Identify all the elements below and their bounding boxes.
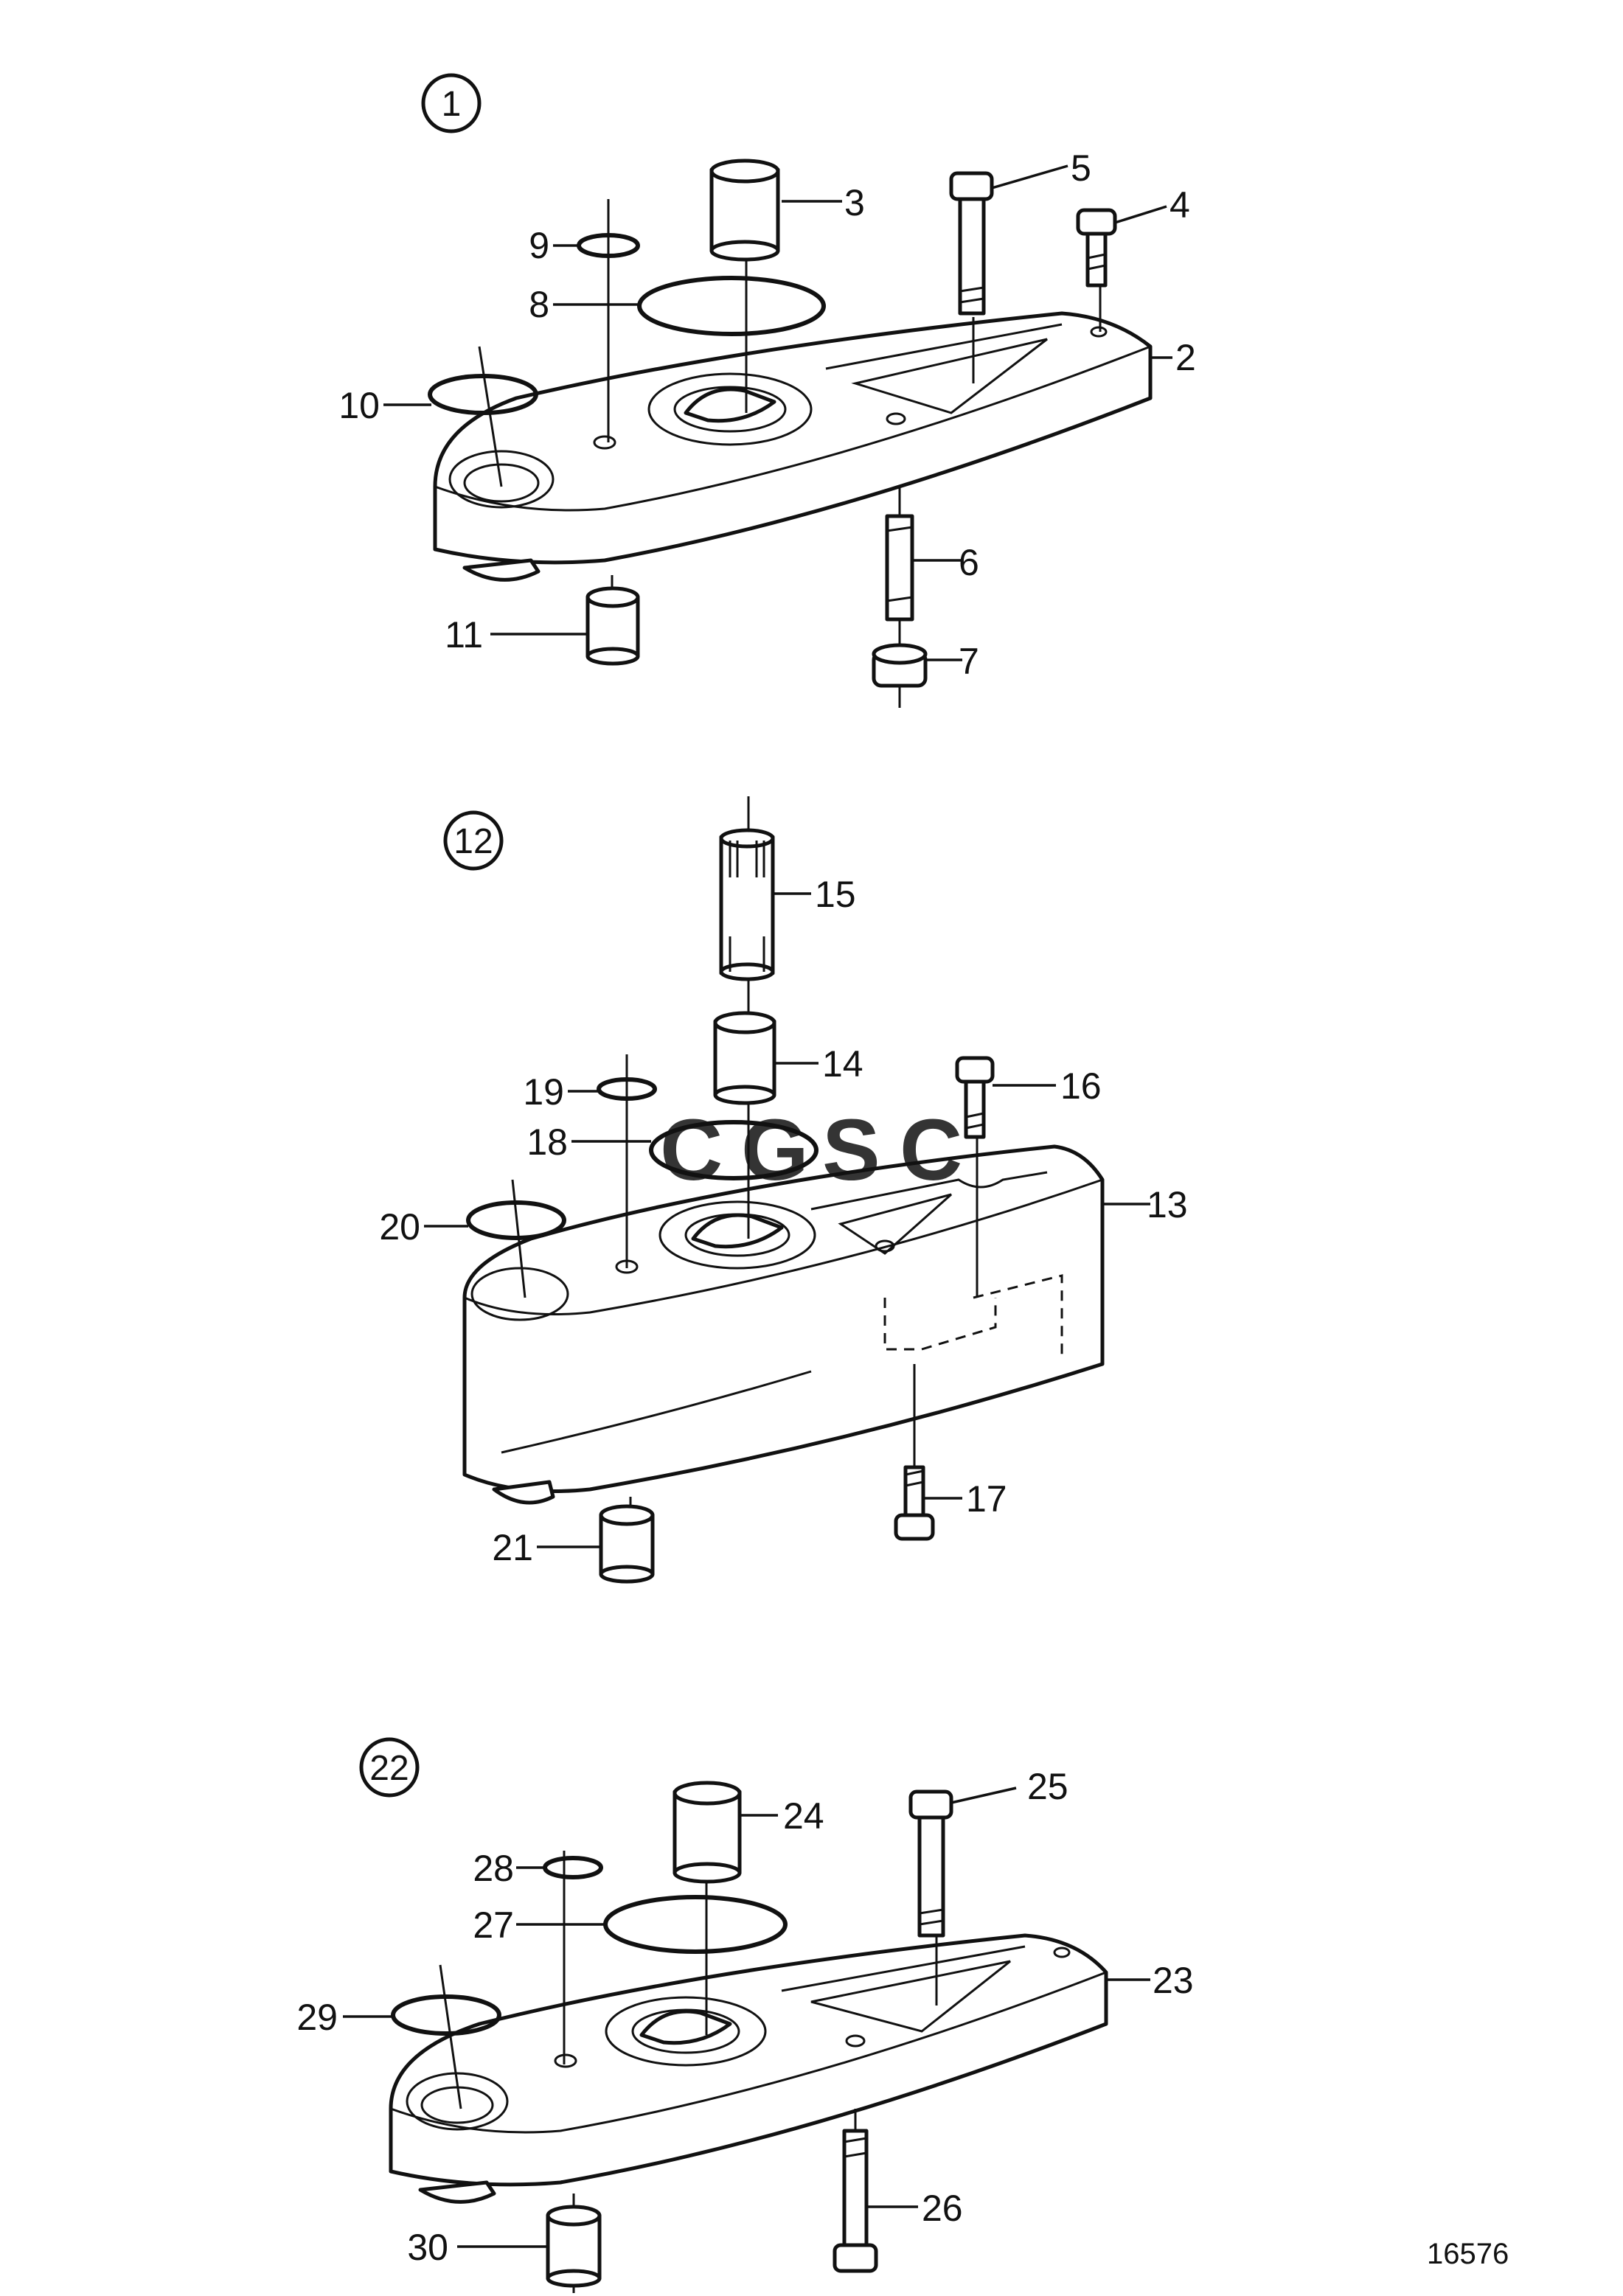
o-ring-part-10 <box>428 374 538 415</box>
callout-2: 2 <box>1175 337 1196 378</box>
callout-18: 18 <box>526 1121 568 1163</box>
callout-7: 7 <box>959 641 979 682</box>
nut-part-7 <box>872 643 928 688</box>
o-ring-part-28 <box>543 1856 603 1879</box>
o-ring-part-8 <box>637 276 826 336</box>
o-ring-part-27 <box>603 1895 788 1954</box>
assembly-22: 22 <box>296 1737 1194 2293</box>
callout-25: 25 <box>1027 1766 1068 1807</box>
callout-24: 24 <box>783 1795 824 1837</box>
callout-9: 9 <box>529 225 549 266</box>
callout-19: 19 <box>523 1071 564 1113</box>
bushing-part-24 <box>673 1781 742 1884</box>
bushing-part-30 <box>546 2205 602 2288</box>
bushing-part-11 <box>585 586 640 666</box>
callout-17: 17 <box>966 1478 1007 1520</box>
o-ring-part-18 <box>649 1120 819 1180</box>
bushing-part-21 <box>599 1504 655 1584</box>
bushing-part-14 <box>713 1011 776 1105</box>
callout-13: 13 <box>1147 1184 1188 1225</box>
callout-5: 5 <box>1071 147 1091 189</box>
svg-text:C: C <box>900 1102 962 1199</box>
o-ring-part-19 <box>597 1077 657 1101</box>
steering-arm-part-2 <box>433 311 1153 582</box>
assembly-number-12: 12 <box>453 822 493 861</box>
assembly-12: 12 <box>379 796 1188 1584</box>
steering-arm-part-23 <box>389 1933 1108 2204</box>
assembly-number-1: 1 <box>442 85 462 124</box>
callout-20: 20 <box>379 1206 420 1248</box>
cgsc-watermark: C G S C <box>660 1102 962 1199</box>
callout-14: 14 <box>822 1043 863 1085</box>
bushing-part-3 <box>709 159 780 262</box>
svg-text:S: S <box>822 1102 880 1199</box>
callout-10: 10 <box>338 385 380 426</box>
callout-8: 8 <box>529 284 549 325</box>
o-ring-part-29 <box>391 1994 501 2036</box>
callout-6: 6 <box>959 542 979 583</box>
callout-11: 11 <box>445 614 483 655</box>
callout-26: 26 <box>922 2188 963 2229</box>
stud-part-6 <box>885 514 914 622</box>
screw-part-16 <box>955 1056 995 1139</box>
callout-16: 16 <box>1060 1065 1102 1107</box>
callout-28: 28 <box>473 1848 514 1889</box>
callout-3: 3 <box>844 182 865 223</box>
callout-4: 4 <box>1170 184 1190 226</box>
o-ring-part-20 <box>466 1200 566 1240</box>
svg-text:G: G <box>741 1102 809 1199</box>
callout-21: 21 <box>492 1527 533 1568</box>
screw-part-4 <box>1076 208 1117 288</box>
callout-29: 29 <box>296 1997 338 2038</box>
screw-part-17 <box>894 1465 935 1541</box>
bolt-part-5 <box>949 171 994 316</box>
steering-arm-part-13 <box>462 1144 1105 1505</box>
callout-27: 27 <box>473 1904 514 1946</box>
splined-shaft-part-15 <box>719 828 775 981</box>
svg-text:C: C <box>660 1102 723 1199</box>
callout-15: 15 <box>815 874 856 915</box>
figure-number: 16576 <box>1427 2238 1509 2270</box>
assembly-number-22: 22 <box>369 1749 409 1788</box>
bolt-part-25 <box>908 1789 953 1938</box>
callout-30: 30 <box>407 2227 448 2268</box>
callout-23: 23 <box>1153 1960 1194 2001</box>
assembly-1: 1 <box>338 73 1196 708</box>
bolt-part-26 <box>833 2129 878 2273</box>
